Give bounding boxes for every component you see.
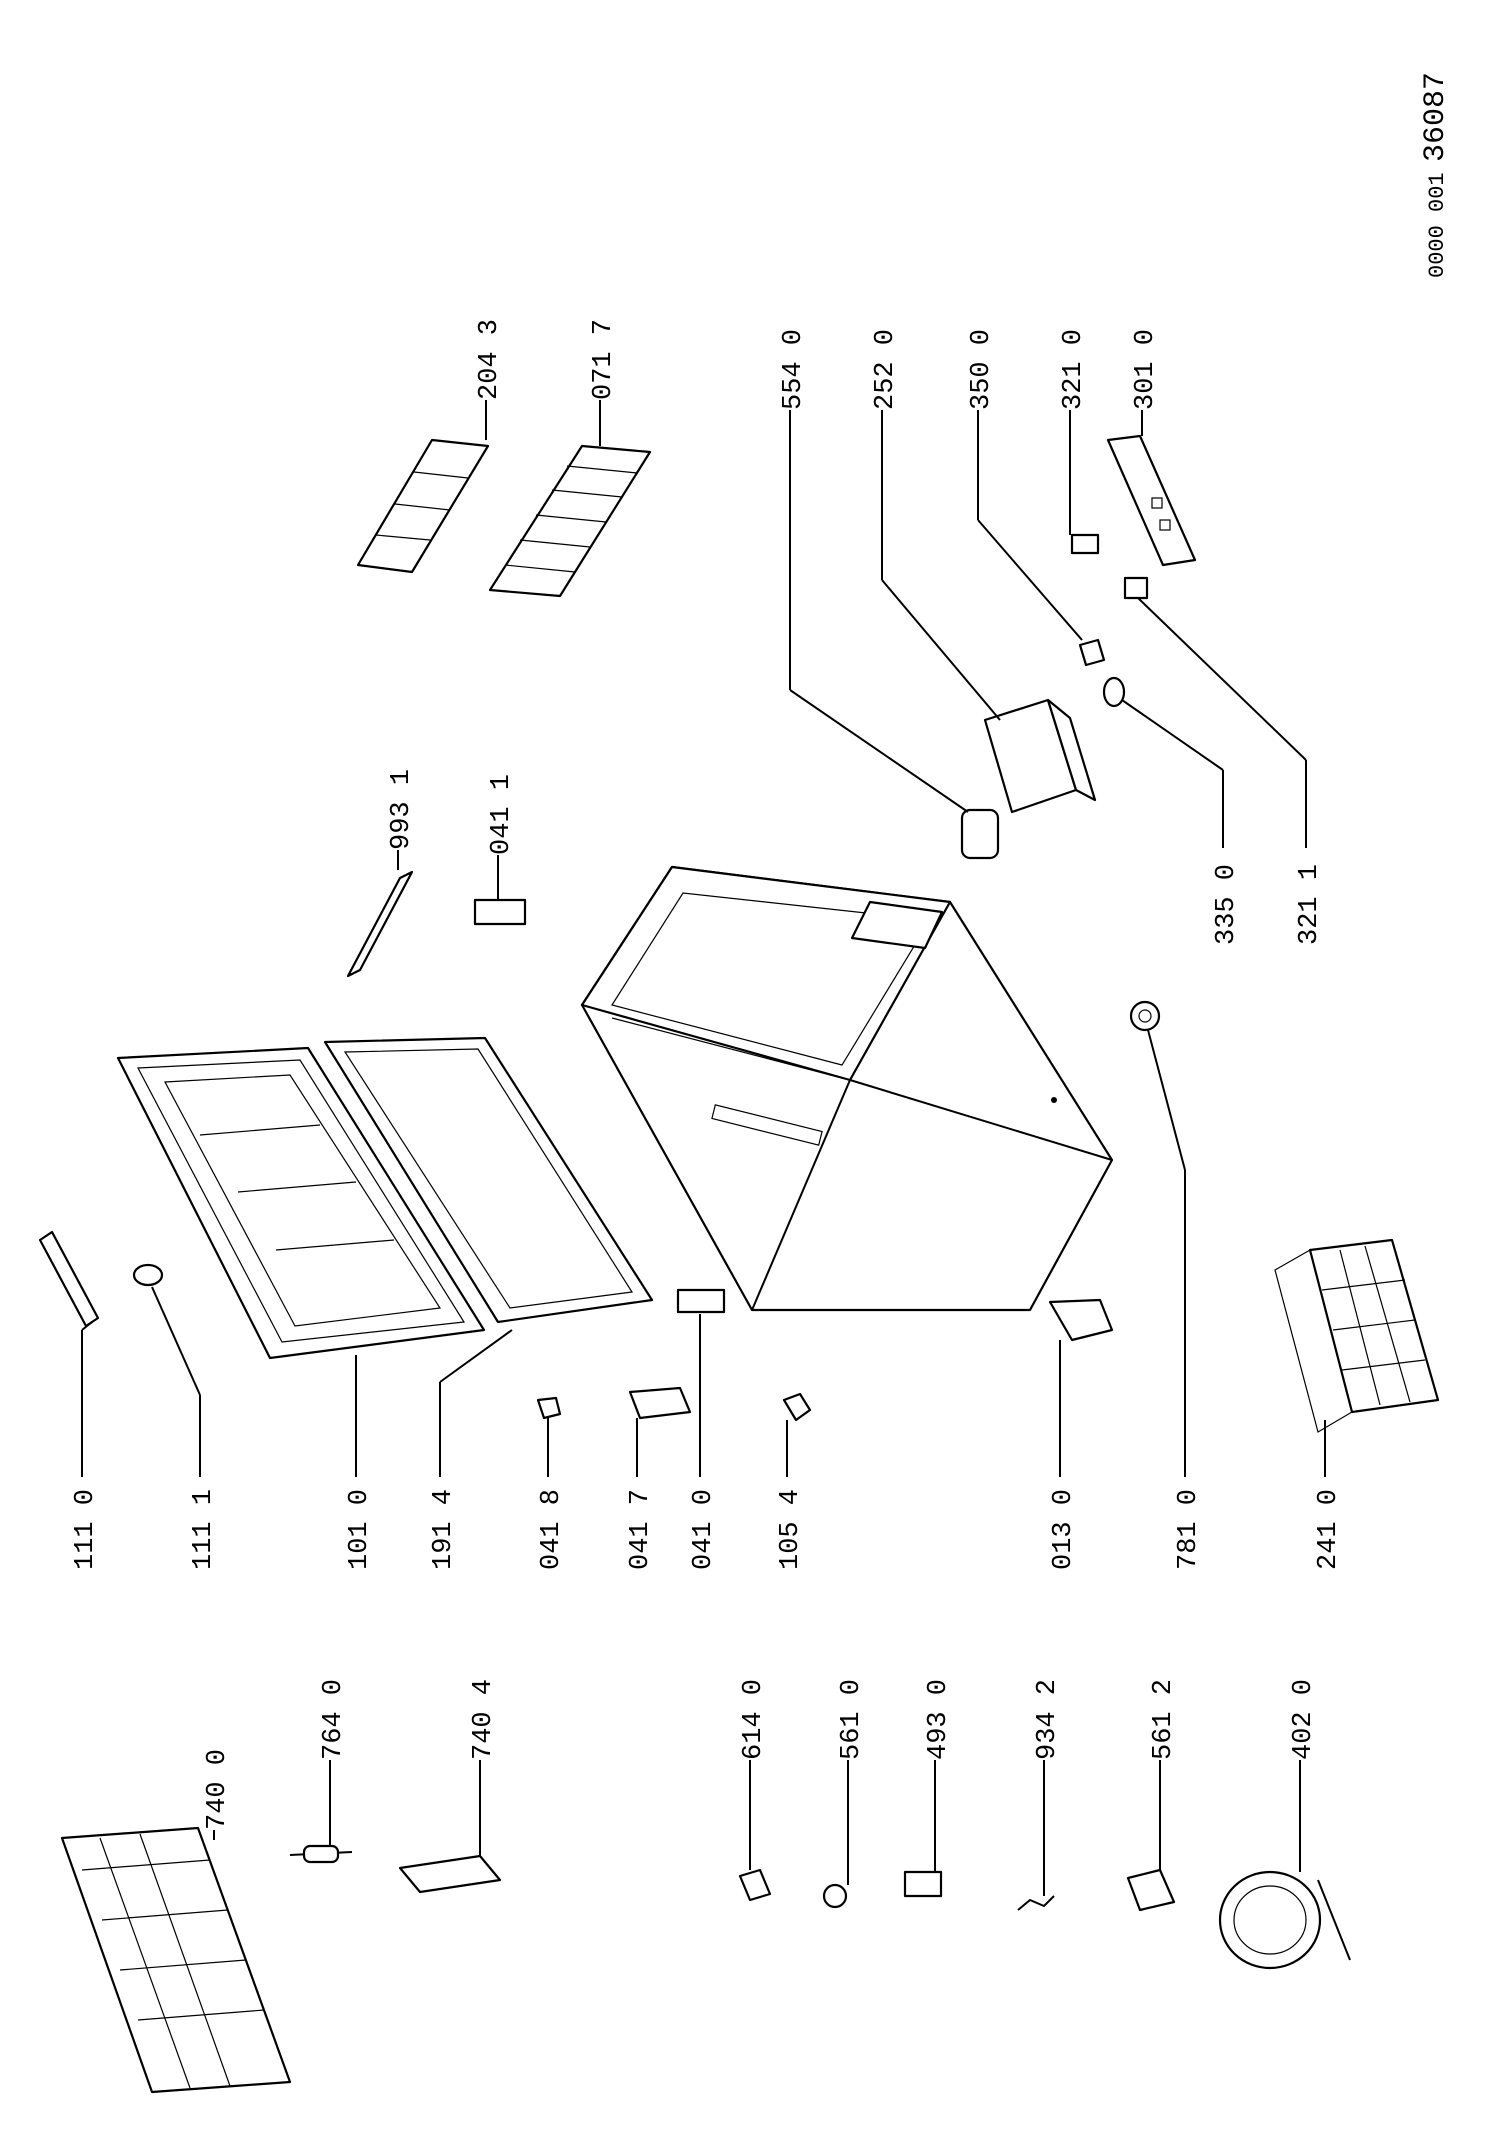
strip-part	[346, 870, 414, 978]
hinge-cover	[628, 1386, 692, 1420]
label-105-4: 105 4	[776, 1489, 806, 1570]
drain-plug	[1129, 1000, 1161, 1032]
label-561-0: 561 0	[837, 1679, 867, 1760]
label-781-0: 781 0	[1174, 1489, 1204, 1570]
label-402-0: 402 0	[1289, 1679, 1319, 1760]
label-041-8: 041 8	[537, 1489, 567, 1570]
label-071-7: 071 7	[589, 319, 619, 400]
capacitor-493	[903, 1870, 943, 1898]
lid	[116, 1046, 486, 1360]
label-041-0: 041 0	[689, 1489, 719, 1570]
label-561-2: 561 2	[1149, 1679, 1179, 1760]
label-252-0: 252 0	[871, 329, 901, 410]
label-301-0: 301 0	[1131, 329, 1161, 410]
lamp-socket	[1078, 638, 1106, 667]
leader-lines	[81, 400, 1326, 1896]
wire-basket	[1274, 1238, 1440, 1433]
label-111-0: 111 0	[71, 1489, 101, 1570]
label-554-0: 554 0	[779, 329, 809, 410]
label-740-4: 740 4	[469, 1679, 499, 1760]
switch-small	[1070, 533, 1100, 555]
relay-561-2	[1126, 1868, 1176, 1912]
label-740-0: 740 0	[203, 1749, 233, 1830]
label-934-2: 934 2	[1033, 1679, 1063, 1760]
condenser-coil	[60, 1826, 292, 2094]
overload-561	[822, 1883, 848, 1909]
lid-seal-frame	[323, 1036, 654, 1324]
filter-drier	[289, 1844, 353, 1864]
label-493-0: 493 0	[924, 1679, 954, 1760]
ventilation-grille	[356, 438, 490, 574]
thermostat-knob	[1102, 676, 1126, 708]
relay-614	[738, 1868, 772, 1902]
label-335-0: 335 0	[1212, 864, 1242, 945]
mounting-bracket	[398, 1854, 502, 1894]
doc-code-line: 0000 001	[1425, 172, 1450, 278]
control-panel-strip	[1106, 434, 1197, 567]
mesh-panel	[488, 444, 652, 598]
label-191-4: 191 4	[429, 1489, 459, 1570]
compressor	[1218, 1870, 1351, 1970]
cabinet-body	[580, 865, 1114, 1312]
label-041-7: 041 7	[626, 1489, 656, 1570]
wire-934	[1017, 1895, 1055, 1911]
label-321-1: 321 1	[1295, 864, 1325, 945]
foot	[1048, 1298, 1114, 1342]
hinge-upper	[473, 898, 527, 926]
lock-part	[782, 1392, 812, 1422]
hinge-clip	[536, 1396, 562, 1420]
label-101-0: 101 0	[345, 1489, 375, 1570]
control-box	[983, 698, 1097, 814]
part-labels: 111 0 111 1 101 0 191 4 041 8 041 7 041 …	[71, 319, 1344, 1830]
thermostat-coil	[960, 808, 1000, 860]
label-993-1: 993 1	[387, 769, 417, 850]
label-111-1: 111 1	[189, 1489, 219, 1570]
label-013-0: 013 0	[1049, 1489, 1079, 1570]
label-321-0: 321 0	[1059, 329, 1089, 410]
label-204-3: 204 3	[475, 319, 505, 400]
handle-bar	[38, 1230, 100, 1328]
label-350-0: 350 0	[967, 329, 997, 410]
switch-cover	[1123, 576, 1149, 600]
label-041-1: 041 1	[487, 774, 517, 855]
round-cap	[132, 1263, 164, 1287]
label-614-0: 614 0	[739, 1679, 769, 1760]
label-764-0: 764 0	[319, 1679, 349, 1760]
hinge-lower	[676, 1288, 726, 1314]
doc-number: 36087	[1419, 72, 1453, 162]
label-241-0: 241 0	[1314, 1489, 1344, 1570]
